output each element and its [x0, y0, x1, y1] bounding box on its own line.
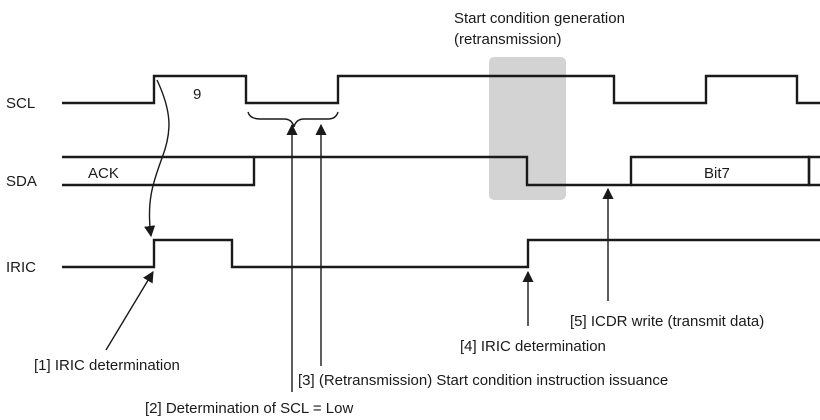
- step1-label: [1] IRIC determination: [34, 357, 180, 374]
- signal-label-sda: SDA: [6, 173, 37, 190]
- start-condition-highlight: [489, 57, 566, 200]
- iric-waveform: [62, 238, 820, 269]
- signal-label-iric: IRIC: [6, 259, 36, 276]
- start-condition-caption-line1: Start condition generation: [454, 10, 625, 27]
- step1-arrow: [105, 271, 154, 351]
- scl-to-iric-curve-arrow: [144, 79, 170, 238]
- sda-waveform-lower: [62, 157, 256, 187]
- step2-label: [2] Determination of SCL = Low: [145, 400, 353, 417]
- step3-label: [3] (Retransmission) Start condition ins…: [298, 372, 668, 389]
- sda-ack-label: ACK: [88, 165, 119, 182]
- start-condition-caption-line2: (retransmission): [454, 31, 562, 48]
- scl-clock-9-label: 9: [193, 86, 201, 103]
- sda-bit7-label: Bit7: [704, 165, 730, 182]
- sda-waveform-bit7-lower: [631, 155, 820, 187]
- step5-label: [5] ICDR write (transmit data): [570, 313, 764, 330]
- signal-label-scl: SCL: [6, 95, 35, 112]
- scl-low-brace: [247, 111, 339, 128]
- scl-waveform: [62, 74, 820, 105]
- step4-label: [4] IRIC determination: [460, 338, 606, 355]
